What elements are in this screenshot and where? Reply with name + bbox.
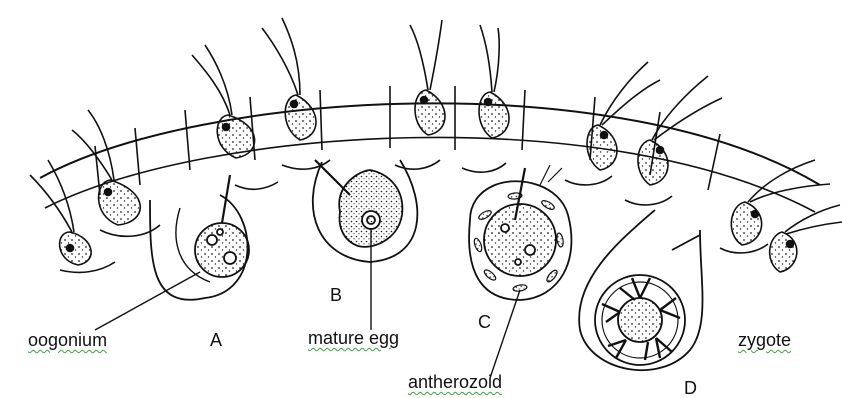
label-antherozoid: antherozoid: [408, 372, 502, 392]
label-D: D: [684, 378, 697, 398]
leader-lines: [95, 228, 520, 378]
somatic-cell: [72, 110, 140, 225]
somatic-cell: [192, 45, 255, 158]
somatic-cells: [30, 18, 842, 272]
label-C: C: [478, 312, 491, 332]
somatic-cell: [30, 160, 91, 265]
label-A: A: [210, 330, 222, 350]
somatic-cell: [479, 25, 509, 138]
label-B: B: [330, 285, 342, 305]
label-mature-egg: mature egg: [308, 328, 399, 348]
oogonium-stage-a: [150, 175, 249, 300]
somatic-cell: [410, 20, 445, 135]
label-zygote: zygote: [738, 330, 791, 350]
label-oogonium: oogonium: [28, 330, 107, 350]
antherozoid-stage-c: [469, 165, 571, 300]
zygote-stage-d: [579, 210, 702, 370]
somatic-cell: [262, 18, 316, 140]
oogonium-leader: [95, 272, 200, 330]
somatic-cell: [770, 205, 842, 272]
mature-egg-stage-b: [313, 160, 418, 262]
antherozoid-leader: [490, 290, 520, 378]
